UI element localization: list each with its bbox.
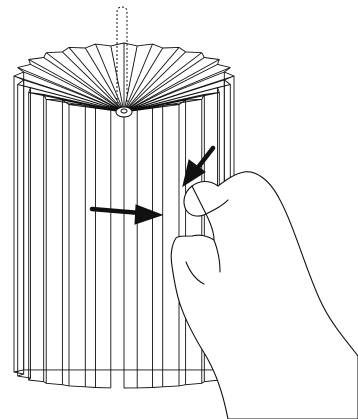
pleat-fold-line bbox=[30, 63, 125, 113]
pleat-fold-line bbox=[62, 51, 125, 113]
pleat-fold-line bbox=[123, 57, 205, 113]
pleat-fold-line bbox=[84, 47, 125, 113]
pleat-fold-line bbox=[95, 43, 125, 113]
center-hub bbox=[115, 106, 133, 118]
pleat-fold-line bbox=[123, 51, 186, 113]
pleat-fold-line bbox=[123, 67, 231, 113]
pleat-fold-line bbox=[123, 43, 153, 113]
pleat-fold-line bbox=[123, 59, 220, 113]
dashed-cord bbox=[116, 6, 128, 104]
pleat-fold-line bbox=[123, 52, 203, 113]
pleat-fold-line bbox=[28, 59, 125, 113]
pleat-fold-line bbox=[123, 45, 138, 113]
pleat-fold-line bbox=[45, 52, 125, 113]
pleat-fold-line bbox=[123, 47, 180, 113]
pleat-fold-line bbox=[43, 57, 125, 113]
pleat-fold-line bbox=[30, 87, 125, 113]
pleat-fold-line bbox=[123, 47, 164, 113]
pleat-fold-line bbox=[68, 47, 125, 113]
press-arrow-icon bbox=[182, 145, 216, 188]
pleat-fold-line bbox=[23, 71, 125, 113]
hand bbox=[170, 171, 358, 419]
pleated-shade bbox=[13, 42, 235, 389]
pleat-fold-line bbox=[123, 84, 231, 113]
pleat-fold-line bbox=[123, 63, 218, 113]
pleat-fold-line bbox=[123, 75, 235, 113]
push-arrow-icon bbox=[89, 204, 164, 225]
